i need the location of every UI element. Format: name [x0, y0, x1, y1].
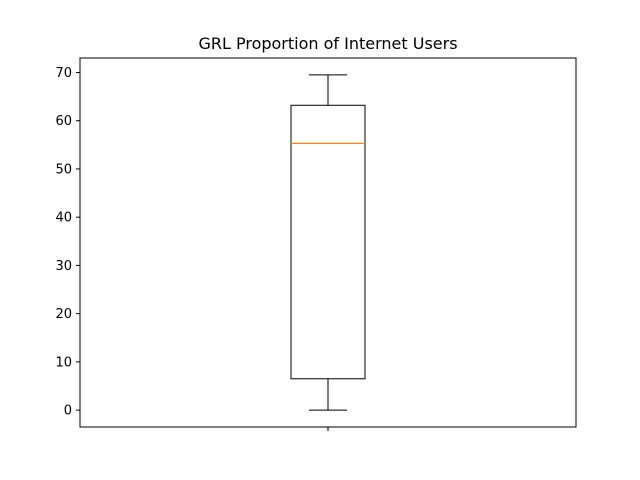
y-tick-label: 40	[55, 211, 72, 226]
y-tick-label: 50	[55, 162, 72, 177]
y-tick-label: 70	[55, 66, 72, 81]
chart-title: GRL Proportion of Internet Users	[198, 34, 457, 53]
plot-area-frame	[79, 57, 577, 428]
y-tick-label: 30	[55, 259, 72, 274]
y-axis: 0 10 20 30 40 50 60 70	[55, 66, 80, 419]
y-tick-label: 20	[55, 307, 72, 322]
y-tick-label: 60	[55, 114, 72, 129]
plot-marks	[290, 74, 366, 411]
iqr-box	[290, 104, 366, 380]
y-tick-label: 10	[55, 355, 72, 370]
y-tick-label: 0	[64, 404, 72, 419]
